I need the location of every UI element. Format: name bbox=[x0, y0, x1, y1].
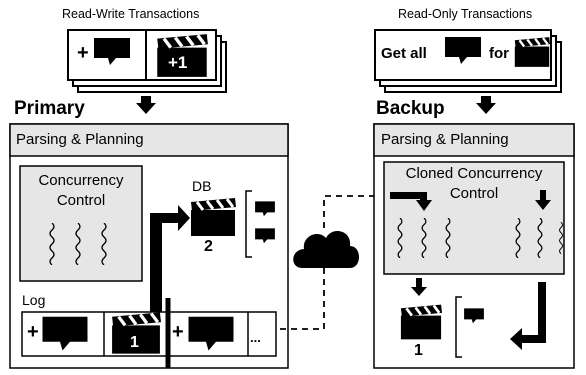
backup-cc-panel bbox=[383, 161, 565, 275]
ro-transactions-title: Read-Only Transactions bbox=[398, 7, 533, 21]
rw-transactions-title: Read-Write Transactions bbox=[62, 7, 200, 21]
backup-parsing-bar bbox=[373, 123, 575, 157]
down-arrow-icon bbox=[136, 96, 156, 114]
backup-parsing-label: Parsing & Planning bbox=[381, 131, 509, 148]
clapperboard-icon bbox=[514, 35, 550, 69]
backup-db-version: 1 bbox=[414, 342, 423, 359]
down-arrow-icon bbox=[411, 278, 427, 296]
primary-cc-panel bbox=[19, 165, 143, 282]
backup-cc-label-line2: Control bbox=[449, 185, 499, 202]
plus-symbol: + bbox=[77, 42, 89, 64]
log-row bbox=[21, 298, 277, 368]
return-arrow bbox=[510, 282, 546, 350]
log-entry-number: 1 bbox=[130, 334, 139, 351]
primary-cc-label-line2: Control bbox=[56, 192, 106, 209]
log-entry-prefix: + bbox=[172, 321, 184, 343]
backup-role-label: Backup bbox=[376, 98, 445, 119]
entry-arrow bbox=[390, 192, 432, 211]
down-arrow-icon bbox=[476, 96, 496, 114]
ro-transaction-stack bbox=[374, 29, 562, 93]
clapperboard-icon bbox=[400, 303, 442, 341]
db-label: DB bbox=[192, 178, 212, 194]
bracket bbox=[245, 190, 252, 258]
backup-cc-label-line1: Cloned Concurrency bbox=[405, 165, 543, 182]
log-entry-prefix: + bbox=[27, 321, 39, 343]
log-ellipsis: ... bbox=[250, 330, 261, 345]
query-get-all: Get all bbox=[381, 45, 427, 62]
query-for: for bbox=[489, 45, 509, 62]
replication-link bbox=[323, 195, 374, 228]
log-label: Log bbox=[22, 292, 46, 308]
primary-parsing-label: Parsing & Planning bbox=[16, 131, 144, 148]
primary-cc-label-line1: Concurrency bbox=[38, 172, 124, 189]
primary-role-label: Primary bbox=[14, 98, 85, 119]
rw-transaction-stack bbox=[67, 29, 227, 93]
cc-to-db-log-arrow bbox=[142, 205, 190, 343]
cloud-icon bbox=[293, 231, 359, 268]
clapperboard-icon bbox=[190, 197, 236, 237]
entry-arrow bbox=[535, 190, 551, 210]
replication-link bbox=[280, 268, 325, 330]
primary-parsing-bar bbox=[9, 123, 289, 157]
bracket bbox=[455, 296, 462, 358]
card-counter: +1 bbox=[168, 53, 188, 72]
db-version: 2 bbox=[204, 238, 213, 255]
